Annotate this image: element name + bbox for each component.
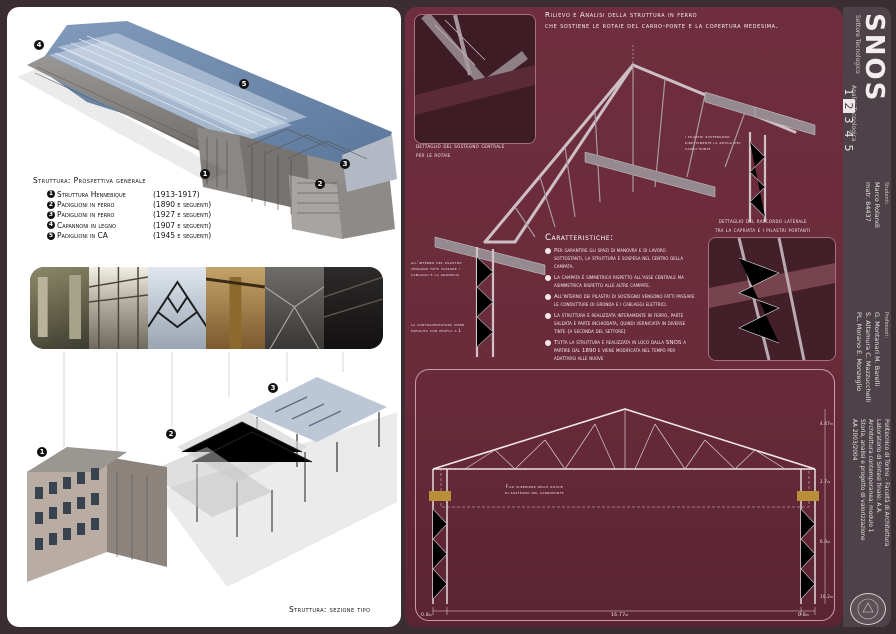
institution-line: Politecnico di Torino - Facoltà di Archi…: [883, 419, 889, 547]
legend-number: 1: [47, 190, 55, 199]
features-heading: Caratteristiche:: [545, 233, 614, 243]
inset2-caption-line2: tra la capriata e i pilastri portanti: [715, 227, 811, 234]
legend-label: Capannoni in legno: [57, 220, 116, 230]
dim-height-4: 10.2m: [820, 594, 833, 599]
analysis-title: Rilievo e Analisi della struttura in fer…: [545, 9, 779, 31]
inset2-caption: dettaglio del raccordo laterale tra la c…: [715, 217, 810, 235]
section-note: Filo superiore delle rotaie di sostegno …: [505, 485, 564, 497]
structure-caption: Struttura: Prospettiva generale: [33, 176, 146, 185]
badge-4-aerial: 4: [34, 40, 44, 50]
note-left-2: la controventatura viene eseguita con pr…: [411, 323, 465, 334]
section-note-line2: di sostegno del carroponte: [505, 491, 564, 496]
page-tabs: 1 2 3 4 5: [843, 85, 855, 155]
legend-years: (1907 e seguenti): [153, 220, 212, 230]
note-left-1: all'interno del pilastro vengono fatti p…: [411, 261, 462, 278]
legend-years: (1945 e seguenti): [153, 231, 212, 241]
analysis-title-line1: Rilievo e Analisi della struttura in fer…: [545, 10, 698, 19]
left-panel: 4 5 3 2 1 Struttura: Prospettiva general…: [7, 7, 401, 627]
legend-years: (1927 e seguenti): [153, 210, 212, 220]
legend-label: Padiglioni in CA: [57, 231, 108, 241]
badge-1-aerial: 1: [200, 169, 210, 179]
dim-center: 16.77m: [611, 613, 629, 618]
professors-label: Professori:: [883, 312, 889, 339]
page-tab-5[interactable]: 5: [843, 144, 855, 152]
main-truss-3d-drawing: [434, 45, 816, 357]
dim-height-1: 4.47m: [820, 421, 833, 426]
snos-logo: SNOS: [859, 13, 889, 103]
note-right: i pilastri sostengono direttamente la ro…: [685, 135, 741, 152]
badge-2-section: 2: [166, 429, 176, 439]
interior-photo: [30, 267, 89, 349]
interior-photo: [88, 267, 148, 349]
student-id: matr. 84437: [864, 182, 872, 222]
side-title-strip: SNOS Settore Tecnologico Analisi Tecnolo…: [843, 7, 891, 627]
column-photo: [206, 267, 266, 349]
page-tab-3[interactable]: 3: [843, 116, 855, 124]
legend-years: (1913-1917): [153, 189, 200, 199]
professors-line: PL. Morano E. Monzeglio: [855, 312, 863, 392]
truss-section-elevation: [429, 408, 826, 615]
institution-line: AA 2003/2004: [851, 419, 857, 461]
institution-line: Storia, analisi e progetto di valorizzaz…: [859, 419, 865, 541]
inset1-caption: dettaglio del sostegno centrale per le r…: [416, 142, 505, 160]
inset1-caption-line1: dettaglio del sostegno centrale: [416, 143, 505, 150]
legend-number: 3: [47, 210, 55, 219]
legend-label: Padiglioni in ferro: [57, 210, 115, 220]
detail-inset-central-support: [414, 14, 536, 144]
badge-3-aerial: 3: [340, 159, 350, 169]
page-tab-2[interactable]: 2: [843, 99, 855, 113]
professors-line: G. Montanari M. Barelli: [873, 312, 881, 387]
legend-label: Struttura Hennebique: [57, 189, 126, 199]
page-tab-4[interactable]: 4: [843, 130, 855, 138]
legend-years: (1890 e seguenti): [153, 200, 212, 210]
analysis-title-line2: che sostiene le rotaie del carro-ponte e…: [545, 21, 779, 30]
institution-line: Architettura contemporanea: modulo 1: [867, 419, 873, 533]
hall-photo: [264, 267, 325, 349]
badge-3-section: 3: [268, 383, 278, 393]
legend-number: 4: [47, 221, 55, 230]
badge-5-aerial: 5: [239, 79, 249, 89]
page-tab-1[interactable]: 1: [843, 88, 855, 96]
inset1-caption-line2: per le rotaie: [416, 152, 451, 159]
students-label: Studenti:: [883, 182, 889, 205]
inset2-caption-line1: dettaglio del raccordo laterale: [718, 218, 807, 225]
section-exploded-drawing: [27, 352, 397, 587]
section-note-line1: Filo superiore delle rotaie: [505, 485, 564, 490]
feature-item: All'interno dei pilastri di sostegno ven…: [545, 293, 695, 309]
legend-number: 5: [47, 231, 55, 240]
legend-label: Padiglioni in ferro: [57, 200, 115, 210]
feature-item: La struttura è realizzata interamente in…: [545, 312, 695, 336]
roof-truss-photo: [146, 267, 208, 349]
university-seal-icon: [850, 593, 886, 625]
aerial-perspective-drawing: [17, 21, 397, 239]
badge-1-section: 1: [37, 447, 47, 457]
dim-right: 0.8m: [798, 613, 809, 618]
professors-line: S. Altamura C. Mazzucchelli: [864, 312, 872, 403]
feature-item: La campata è simmetrica rispetto all'ass…: [545, 274, 695, 290]
dark-interior-photo: [323, 267, 383, 349]
feature-item: Tutta la struttura è realizzata in loco …: [545, 339, 695, 363]
feature-item: Per garantire gli spazi di manovra e di …: [545, 247, 695, 271]
dim-height-2: 2.7m: [820, 479, 831, 484]
section-caption: Struttura: sezione tipo: [289, 605, 371, 614]
badge-2-aerial: 2: [315, 179, 325, 189]
detail-inset-lateral-joint: [708, 237, 836, 361]
photo-strip: [30, 267, 383, 349]
dim-height-3: 6.0m: [820, 539, 831, 544]
legend-number: 2: [47, 200, 55, 209]
dim-left: 0.8m: [421, 613, 432, 618]
student-name: Marco Rolandi: [873, 182, 881, 228]
snos-subtitle: Settore Tecnologico: [854, 15, 861, 74]
features-list: Caratteristiche: Per garantire gli spazi…: [545, 233, 695, 366]
right-panel: Rilievo e Analisi della struttura in fer…: [405, 7, 843, 627]
truss-section-box: [415, 369, 835, 621]
institution-line: Laboratorio di Sintesi finale: A.A.: [875, 419, 881, 514]
